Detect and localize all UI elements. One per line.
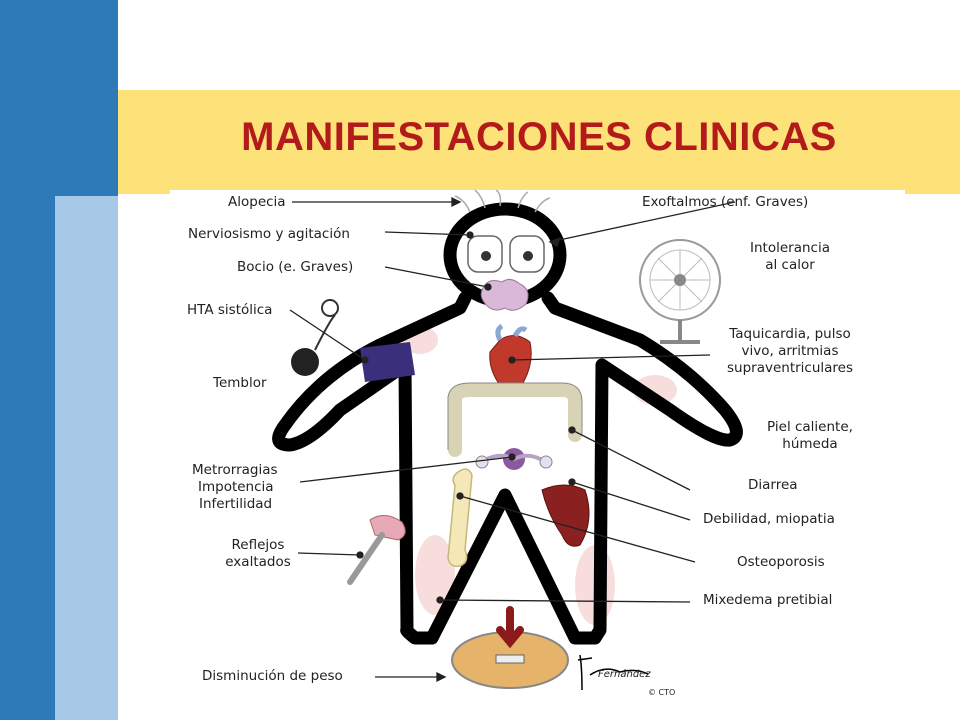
body-illustration: [272, 190, 743, 691]
title-band: [118, 90, 960, 194]
label-infertilidad: Infertilidad: [199, 496, 273, 512]
copyright-text: © CTO: [648, 688, 676, 697]
heart-icon: [489, 323, 532, 392]
label-piel-1: Piel caliente,: [767, 419, 853, 435]
label-bocio: Bocio (e. Graves): [237, 259, 354, 275]
signature-text: Fernández: [598, 669, 651, 680]
muscle-icon: [541, 484, 590, 547]
label-impotencia: Impotencia: [198, 479, 274, 495]
label-debilidad: Debilidad, miopatia: [703, 511, 835, 527]
label-reflejos-2: exaltados: [225, 554, 291, 570]
label-temblor: Temblor: [213, 375, 267, 391]
left-accent-bar-light: [55, 196, 118, 720]
hair-icon: [454, 190, 551, 213]
label-nerviosismo: Nerviosismo y agitación: [188, 226, 350, 242]
label-taquicardia-1: Taquicardia, pulso: [729, 326, 851, 342]
label-taquicardia-2: vivo, arritmias: [741, 343, 839, 359]
label-metrorragias: Metrorragias: [192, 462, 278, 478]
label-piel-2: húmeda: [782, 436, 838, 452]
label-osteoporosis: Osteoporosis: [737, 554, 825, 570]
label-exoftalmos: Exoftalmos (enf. Graves): [642, 194, 809, 210]
label-diarrea: Diarrea: [748, 477, 798, 493]
label-alopecia: Alopecia: [228, 194, 286, 210]
fan-icon: [639, 239, 721, 344]
thyroid-icon: [480, 278, 529, 311]
label-disminucion-peso: Disminución de peso: [202, 668, 343, 684]
blood-pressure-cuff-icon: [291, 299, 415, 382]
reflex-hammer-icon: [347, 515, 406, 585]
intestines-icon: [448, 383, 582, 457]
label-intolerancia-2: al calor: [765, 257, 815, 273]
label-hta: HTA sistólica: [187, 302, 273, 318]
clinical-diagram: Alopecia Nerviosismo y agitación Bocio (…: [170, 190, 905, 720]
intestines-outline: [447, 382, 583, 450]
weight-scale-icon: [451, 606, 569, 689]
label-taquicardia-3: supraventriculares: [726, 360, 854, 376]
signature-icon: [577, 654, 649, 691]
label-mixedema: Mixedema pretibial: [703, 592, 833, 608]
bone-icon: [447, 468, 473, 568]
leader-lines: [289, 196, 736, 683]
label-reflejos-1: Reflejos: [231, 537, 285, 553]
label-intolerancia-1: Intolerancia: [750, 240, 830, 256]
eyes-icon: [467, 235, 545, 273]
slide-title: MANIFESTACIONES CLINICAS: [241, 115, 837, 159]
